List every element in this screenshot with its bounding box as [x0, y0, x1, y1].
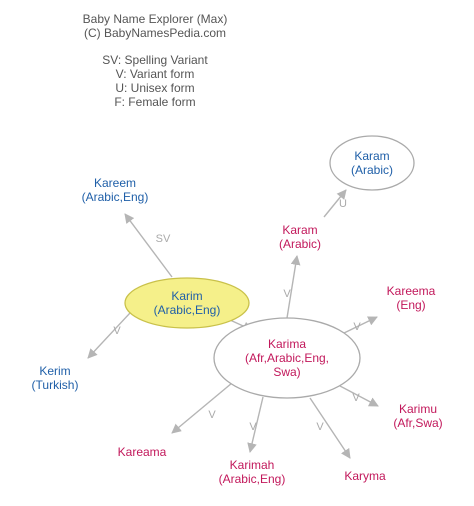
edge-karim-kerim [87, 312, 131, 359]
node-kareama[interactable]: Kareama [118, 445, 167, 459]
node-origin: (Arabic,Eng) [219, 472, 286, 486]
edge-karima-kareema [341, 316, 378, 335]
node-name: Karam [282, 223, 317, 237]
node-origin: (Arabic) [279, 237, 321, 251]
edge-label: V [352, 392, 360, 404]
nodes-layer: Karim(Arabic,Eng)Karima(Afr,Arabic,Eng,S… [32, 135, 443, 486]
edges-layer: SVVFVUVVVVV [87, 189, 379, 459]
legend-item: F: Female form [114, 95, 196, 109]
node-origin: (Turkish) [32, 378, 79, 392]
node-name: Kerim [39, 364, 70, 378]
edge-label: U [339, 198, 347, 210]
edge-karima-karyma [309, 397, 351, 459]
node-name: Karimah [230, 458, 275, 472]
edge-label: SV [156, 233, 171, 245]
node-karima[interactable]: Karima(Afr,Arabic,Eng,Swa) [213, 317, 361, 399]
legend-item: SV: Spelling Variant [102, 53, 208, 67]
edge-label: V [283, 288, 291, 300]
node-origin: (Arabic) [351, 163, 393, 177]
node-ellipse [124, 277, 250, 329]
node-name: Karam [354, 149, 389, 163]
node-ellipse [213, 317, 361, 399]
edge-label: V [208, 409, 216, 421]
legend-item: V: Variant form [115, 67, 195, 81]
legend: SV: Spelling Variant V: Variant form U: … [70, 53, 240, 109]
header-title: Baby Name Explorer (Max) (C) BabyNamesPe… [70, 12, 240, 40]
node-name: Karim [171, 289, 202, 303]
header-copyright-line: (C) BabyNamesPedia.com [83, 26, 227, 40]
edge-label: V [316, 421, 324, 433]
node-name: Kareama [118, 445, 167, 459]
node-origin: (Arabic,Eng) [154, 303, 221, 317]
node-karimu[interactable]: Karimu(Afr,Swa) [393, 402, 442, 430]
edge-label: V [249, 421, 257, 433]
node-karim[interactable]: Karim(Arabic,Eng) [124, 277, 250, 329]
header-title-line: Baby Name Explorer (Max) [82, 12, 228, 26]
legend-item: U: Unisex form [115, 81, 195, 95]
node-karam-m[interactable]: Karam(Arabic) [329, 135, 415, 191]
node-name: Karimu [399, 402, 437, 416]
node-origin: (Afr,Swa) [393, 416, 442, 430]
edge-karam-f-karam-m [323, 189, 347, 218]
node-name: Kareema [387, 284, 436, 298]
edge-karima-karimah [247, 396, 264, 453]
node-name: Karyma [344, 469, 386, 483]
node-karam-f[interactable]: Karam(Arabic) [279, 223, 321, 251]
node-ellipse [329, 135, 415, 191]
node-origin: (Afr,Arabic,Eng, [245, 351, 329, 365]
edge-karima-kareama [171, 382, 233, 434]
edge-karima-karam-f [286, 255, 301, 319]
node-name: Kareem [94, 176, 136, 190]
edge-label: V [113, 325, 121, 337]
node-name: Karima [268, 337, 306, 351]
edge-karim-kareem [124, 213, 173, 278]
node-origin: (Arabic,Eng) [82, 190, 149, 204]
node-kareema[interactable]: Kareema(Eng) [387, 284, 436, 312]
edge-label: V [353, 321, 361, 333]
node-karimah[interactable]: Karimah(Arabic,Eng) [219, 458, 286, 486]
node-kareem[interactable]: Kareem(Arabic,Eng) [82, 176, 149, 204]
node-kerim[interactable]: Kerim(Turkish) [32, 364, 79, 392]
edge-karima-karimu [339, 385, 379, 407]
node-origin: (Eng) [396, 298, 425, 312]
node-origin: Swa) [273, 365, 300, 379]
node-karyma[interactable]: Karyma [344, 469, 386, 483]
